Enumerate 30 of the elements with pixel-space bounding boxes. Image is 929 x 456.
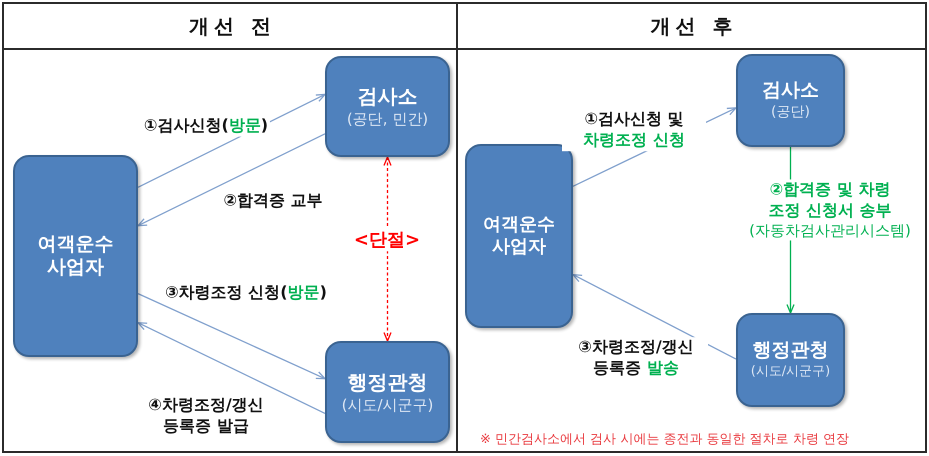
footnote-text: ※ 민간검사소에서 검사 시에는 종전과 동일한 절차로 차령 연장 xyxy=(480,431,849,448)
process-box xyxy=(465,144,573,328)
process-box xyxy=(13,155,138,357)
comparison-panel xyxy=(456,2,927,453)
box-title: 행정관청 xyxy=(752,339,828,362)
box-title: 검사소 xyxy=(762,79,819,102)
box-subtitle: (공단) xyxy=(771,104,810,122)
box-title: 행정관청 xyxy=(348,370,428,394)
box-title: 검사소 xyxy=(358,84,418,108)
edge-label: ①검사신청 및 차령조정 신청 xyxy=(562,109,706,151)
dashed-arrow xyxy=(383,156,392,342)
box-subtitle: (공단, 민간) xyxy=(346,110,428,129)
box-title: 여객운수 사업자 xyxy=(36,233,114,279)
column-heading: 개선 후 xyxy=(650,12,738,40)
box-title: 여객운수 사업자 xyxy=(482,214,556,258)
box-subtitle: (시도/시군구) xyxy=(342,396,434,414)
process-box xyxy=(325,56,450,157)
arrow xyxy=(138,293,326,380)
edge-label: ①검사신청(방문) xyxy=(142,116,270,136)
process-box xyxy=(736,54,845,147)
arrow xyxy=(137,133,326,226)
comparison-panel xyxy=(2,2,458,453)
arrow xyxy=(572,274,736,360)
process-box xyxy=(736,313,845,407)
process-box xyxy=(325,341,450,443)
edge-label: ②합격증 교부 xyxy=(221,190,325,212)
edge-label: ③차령조정 신청(방문) xyxy=(163,282,329,304)
column-heading: 개선 전 xyxy=(188,12,276,40)
arrow xyxy=(137,322,326,414)
box-subtitle: (시도/시군구) xyxy=(750,364,830,381)
